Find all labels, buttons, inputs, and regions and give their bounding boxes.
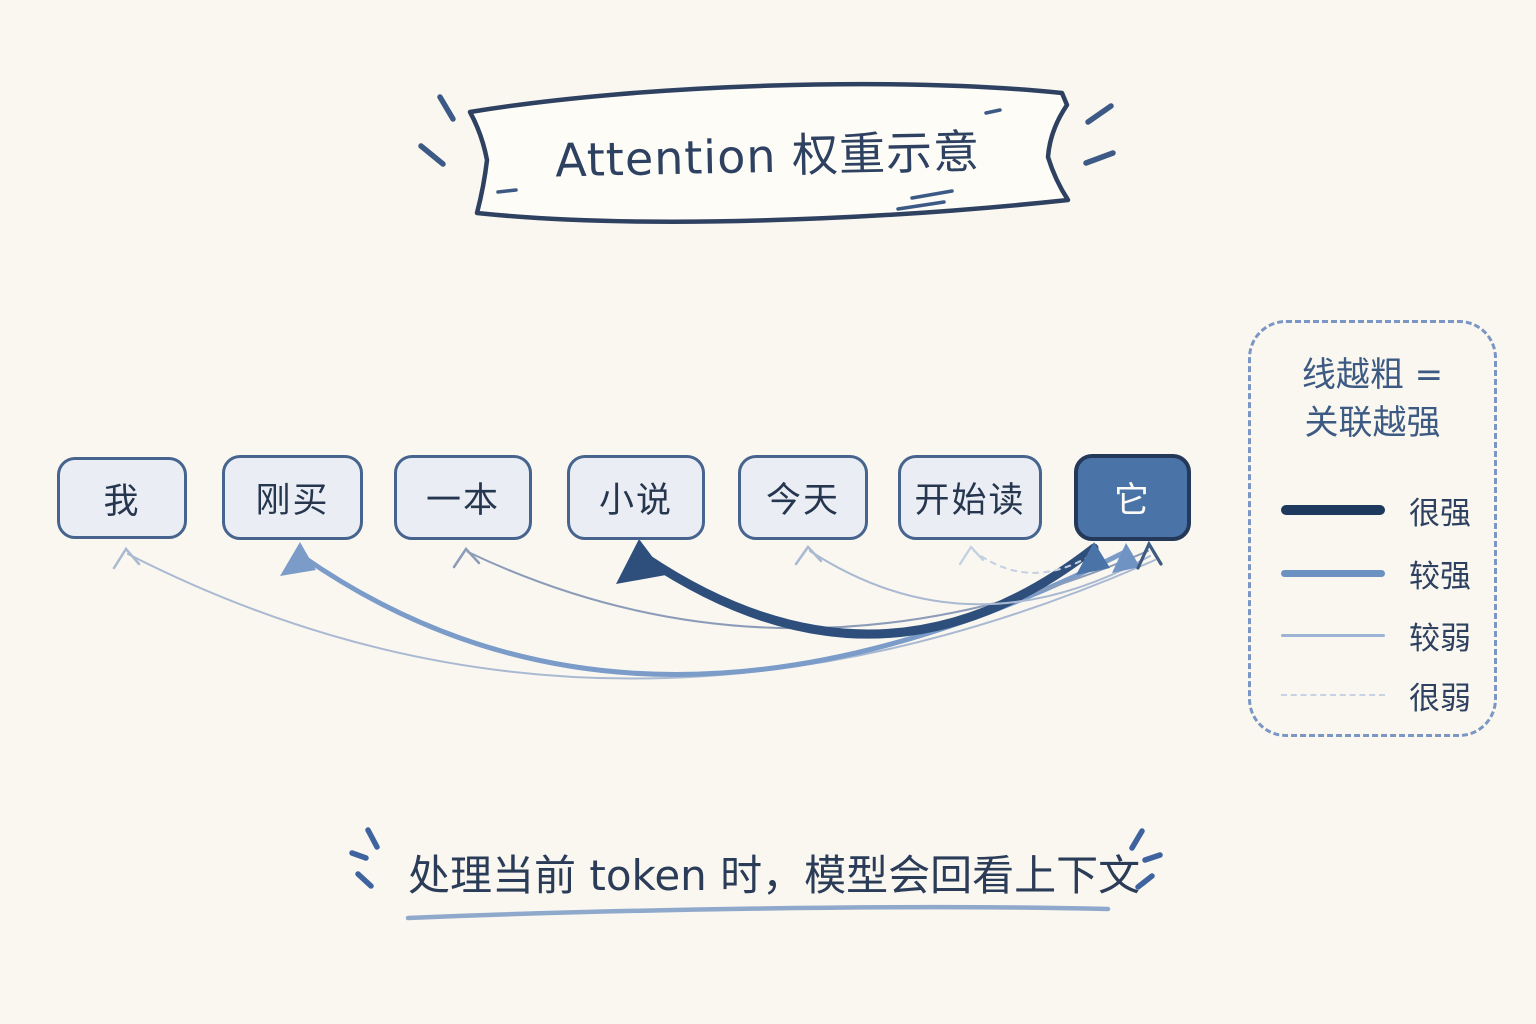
banner-ribbon-shape [467,81,1071,224]
banner-sparkle-marks [418,94,1116,167]
legend-panel: 线越粗 = 关联越强 很强 较强 较弱 很弱 [1248,320,1497,737]
arrowhead-into-ta-2 [1112,543,1140,573]
legend-line-very-strong [1281,505,1385,515]
caption-decoration [349,827,1163,921]
arrowhead-into-ta-1 [1076,542,1110,575]
token-box-gangmai: 刚买 [222,455,363,540]
banner-ribbon [418,81,1116,224]
legend-item-weak: 较弱 [1281,617,1481,657]
arrowhead-into-ta-3 [1136,540,1163,570]
legend-title-line2: 关联越强 [1304,403,1441,444]
legend-label: 很弱 [1409,680,1471,717]
legend-line-weak [1281,633,1385,637]
token-box-kaishidu: 开始读 [898,455,1042,540]
caption-sparkle-marks [349,827,1163,890]
arc-ta-to-gangmai [299,549,1128,677]
arrowhead-jintian [794,545,823,566]
legend-line-strong [1281,569,1385,577]
arrowhead-wo [112,546,141,570]
token-box-xiaoshuo: 小说 [567,455,705,540]
arc-ta-to-jintian [809,550,1151,606]
arrowhead-gangmai [280,542,316,576]
token-box-jintian: 今天 [738,455,868,540]
arrowhead-xiaoshuo [616,539,666,584]
caption-underline [405,904,1111,921]
legend-label: 较强 [1409,558,1471,595]
arrowhead-kaishidu [958,545,985,566]
arc-ta-to-wo [127,553,1156,680]
legend-item-very-weak: 很弱 [1281,677,1481,717]
legend-title: 线越粗 = 关联越强 [1251,351,1494,448]
banner-detail-dashes [496,108,1002,211]
legend-title-line1: 线越粗 = [1301,355,1444,395]
legend-item-strong: 较强 [1281,555,1481,595]
token-box-ta-current: 它 [1074,454,1191,541]
legend-line-very-weak [1281,694,1385,696]
page-title: Attention 权重示意 [554,124,981,188]
token-box-wo: 我 [57,457,187,539]
arc-ta-to-kaishidu [973,550,1091,574]
arc-ta-to-xiaoshuo [641,543,1099,639]
legend-label: 很强 [1409,495,1471,532]
legend-label: 较弱 [1409,620,1471,657]
arrowhead-yiben [452,546,481,569]
legend-item-very-strong: 很强 [1281,492,1481,532]
arc-ta-to-yiben [467,550,1149,630]
attention-arcs [112,539,1163,680]
caption-text: 处理当前 token 时，模型会回看上下文 [408,851,1141,900]
token-box-yiben: 一本 [394,455,532,540]
